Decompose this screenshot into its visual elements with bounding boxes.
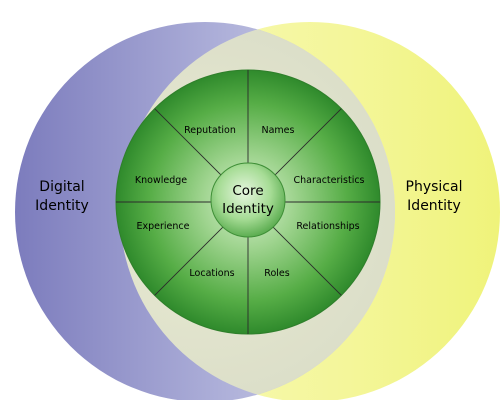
- segment-label-relationships: Relationships: [296, 221, 359, 232]
- physical-identity-label-line2: Identity: [407, 198, 461, 214]
- segment-label-characteristics: Characteristics: [293, 175, 364, 186]
- core-identity-circle: [210, 162, 286, 238]
- segment-label-knowledge: Knowledge: [135, 175, 187, 186]
- segment-label-roles: Roles: [264, 268, 289, 279]
- core-identity-label-line1: Core: [232, 183, 263, 199]
- digital-identity-label-line2: Identity: [35, 198, 89, 214]
- segment-label-locations: Locations: [189, 268, 234, 279]
- segment-label-reputation: Reputation: [184, 125, 236, 136]
- digital-identity-label-line1: Digital: [39, 179, 84, 195]
- segment-label-names: Names: [262, 125, 295, 136]
- segment-label-experience: Experience: [137, 221, 190, 232]
- core-identity-label-line2: Identity: [222, 201, 274, 217]
- physical-identity-label-line1: Physical: [406, 179, 463, 195]
